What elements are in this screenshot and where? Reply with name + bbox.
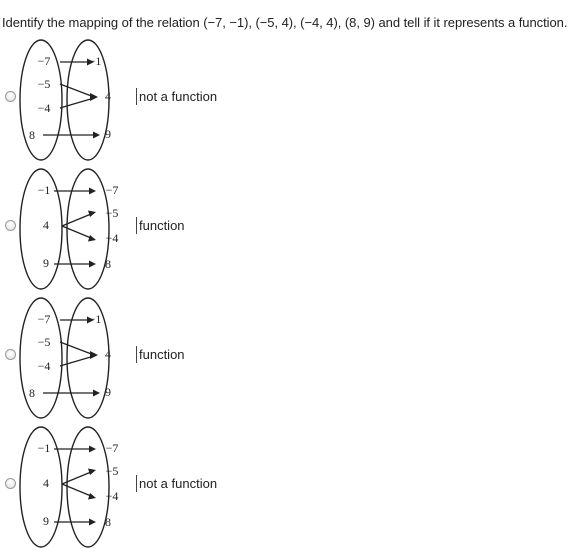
range-value: 8	[105, 515, 111, 529]
domain-value: 8	[29, 386, 35, 400]
answer-option-4: −1 4 9 −7 −5 −4 8 not a function	[0, 423, 588, 553]
range-value: 9	[105, 127, 111, 141]
range-oval	[66, 426, 110, 548]
domain-value: −4	[38, 359, 51, 373]
domain-value: 4	[43, 476, 49, 490]
range-value: −7	[106, 183, 119, 197]
range-value: −5	[106, 464, 119, 478]
range-oval	[66, 168, 110, 290]
range-value: 8	[105, 257, 111, 271]
range-value: 9	[105, 385, 111, 399]
mapping-diagram: −1 4 9 −7 −5 −4 8	[19, 168, 119, 290]
mapping-diagram: −7 −5 −4 8 −1 4 9	[19, 39, 111, 161]
option-label: not a function	[136, 88, 217, 105]
radio-button[interactable]	[5, 220, 16, 231]
domain-value: −7	[38, 54, 51, 68]
domain-oval	[19, 297, 63, 419]
range-value: −4	[106, 489, 119, 503]
mapping-arrows	[54, 445, 96, 526]
answer-option-1: −7 −5 −4 8 −1 4 9 not a function	[0, 36, 588, 166]
range-value: −7	[106, 441, 119, 455]
mapping-arrows	[43, 316, 100, 397]
mapping-diagram: −7 −5 −4 8 −1 4 9	[19, 297, 111, 419]
range-value: −5	[106, 206, 119, 220]
domain-value: −1	[38, 183, 51, 197]
question-text: Identify the mapping of the relation (−7…	[2, 15, 568, 30]
radio-button[interactable]	[5, 478, 16, 489]
mapping-diagram: −1 4 9 −7 −5 −4 8	[19, 426, 119, 548]
domain-value: 9	[43, 514, 49, 528]
range-value: −1	[89, 312, 102, 326]
domain-oval	[19, 168, 63, 290]
answer-option-3: −7 −5 −4 8 −1 4 9 function	[0, 294, 588, 424]
option-label: function	[136, 217, 185, 234]
range-oval	[66, 297, 110, 419]
range-value: 4	[105, 347, 111, 361]
domain-value: −7	[38, 312, 51, 326]
mapping-arrows	[54, 187, 96, 268]
range-value: −4	[106, 231, 119, 245]
range-value: −1	[89, 54, 102, 68]
domain-value: −5	[38, 77, 51, 91]
domain-value: −5	[38, 335, 51, 349]
option-label: not a function	[136, 475, 217, 492]
domain-value: 9	[43, 256, 49, 270]
mapping-arrows	[43, 58, 100, 139]
range-value: 4	[105, 89, 111, 103]
range-oval	[66, 39, 110, 161]
option-label: function	[136, 346, 185, 363]
domain-value: −4	[38, 101, 51, 115]
radio-button[interactable]	[5, 349, 16, 360]
domain-value: −1	[38, 441, 51, 455]
domain-oval	[19, 39, 63, 161]
domain-value: 4	[43, 218, 49, 232]
radio-button[interactable]	[5, 91, 16, 102]
domain-value: 8	[29, 128, 35, 142]
answer-option-2: −1 4 9 −7 −5 −4 8 function	[0, 165, 588, 295]
domain-oval	[19, 426, 63, 548]
